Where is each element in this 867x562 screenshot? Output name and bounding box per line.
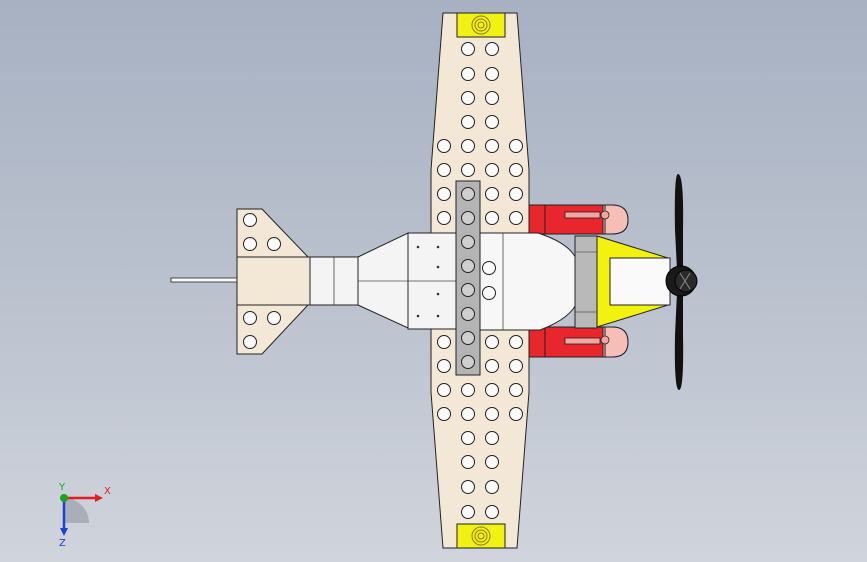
wing-stud — [485, 480, 499, 494]
engine-top[interactable] — [528, 204, 629, 235]
wing-stud — [485, 187, 499, 201]
axis-x-label: X — [104, 486, 111, 497]
plate-stud — [461, 307, 475, 321]
wing-stud — [461, 407, 475, 421]
wing-stud — [461, 505, 475, 519]
axis-y-label: Y — [58, 482, 66, 493]
axis-x-arrow — [95, 494, 103, 502]
wing-stud — [509, 211, 523, 225]
wing-stud — [509, 163, 523, 177]
wing-stud — [485, 359, 499, 373]
wing-center-plate — [455, 180, 481, 376]
plate-stud — [461, 283, 475, 297]
axis-y-dot — [60, 494, 68, 502]
wing-stud — [485, 431, 499, 445]
wing-stud — [437, 359, 451, 373]
plate-studs — [461, 187, 475, 369]
wing-stud — [509, 407, 523, 421]
wing-stud — [485, 335, 499, 349]
wing-stud — [437, 187, 451, 201]
wing-stud — [485, 42, 499, 56]
wingtip-bottom — [456, 523, 506, 549]
plate-stud — [461, 235, 475, 249]
wing-stud — [485, 67, 499, 81]
engine-mount — [574, 235, 598, 329]
wing-stud — [437, 383, 451, 397]
wing-stud — [461, 431, 475, 445]
wing-stud — [461, 67, 475, 81]
wing-stud — [461, 383, 475, 397]
nose-block — [609, 257, 671, 306]
tail-root — [236, 256, 311, 306]
wing-stud — [485, 383, 499, 397]
plate-stud — [461, 211, 475, 225]
plate-stud — [461, 331, 475, 345]
wing-stud — [485, 505, 499, 519]
wing-stud — [461, 42, 475, 56]
wing-stud — [437, 335, 451, 349]
wing-stud — [437, 139, 451, 153]
cockpit-canopy — [477, 232, 579, 331]
plate-stud — [461, 355, 475, 369]
wing-stud — [461, 91, 475, 105]
wing-stud — [461, 139, 475, 153]
wing-stud — [437, 163, 451, 177]
wing-stud — [509, 187, 523, 201]
wing-stud — [485, 455, 499, 469]
wing-stud — [485, 211, 499, 225]
plate-stud — [461, 187, 475, 201]
fuselage-taper — [357, 232, 409, 329]
wing-stud — [485, 91, 499, 105]
plate-stud — [461, 259, 475, 273]
wing-studs — [437, 42, 523, 519]
wing-stud — [437, 407, 451, 421]
engine-bottom[interactable] — [528, 326, 629, 358]
wing-stud — [509, 359, 523, 373]
wing-stud — [437, 211, 451, 225]
axis-z-arrow — [60, 528, 68, 536]
wing-stud — [485, 139, 499, 153]
wing-stud — [509, 335, 523, 349]
axis-triad: X Y Z — [58, 482, 111, 549]
wing-stud — [485, 163, 499, 177]
wing-stud — [461, 115, 475, 129]
wing-stud — [461, 455, 475, 469]
propeller[interactable] — [665, 174, 698, 390]
wing-stud — [509, 383, 523, 397]
wing-stud — [461, 163, 475, 177]
wing-stud — [509, 139, 523, 153]
wing-stud — [461, 480, 475, 494]
wingtip-top — [456, 12, 506, 38]
wing-stud — [485, 407, 499, 421]
tail-studs — [243, 213, 281, 349]
axis-z-label: Z — [59, 538, 66, 549]
wing-stud — [485, 115, 499, 129]
